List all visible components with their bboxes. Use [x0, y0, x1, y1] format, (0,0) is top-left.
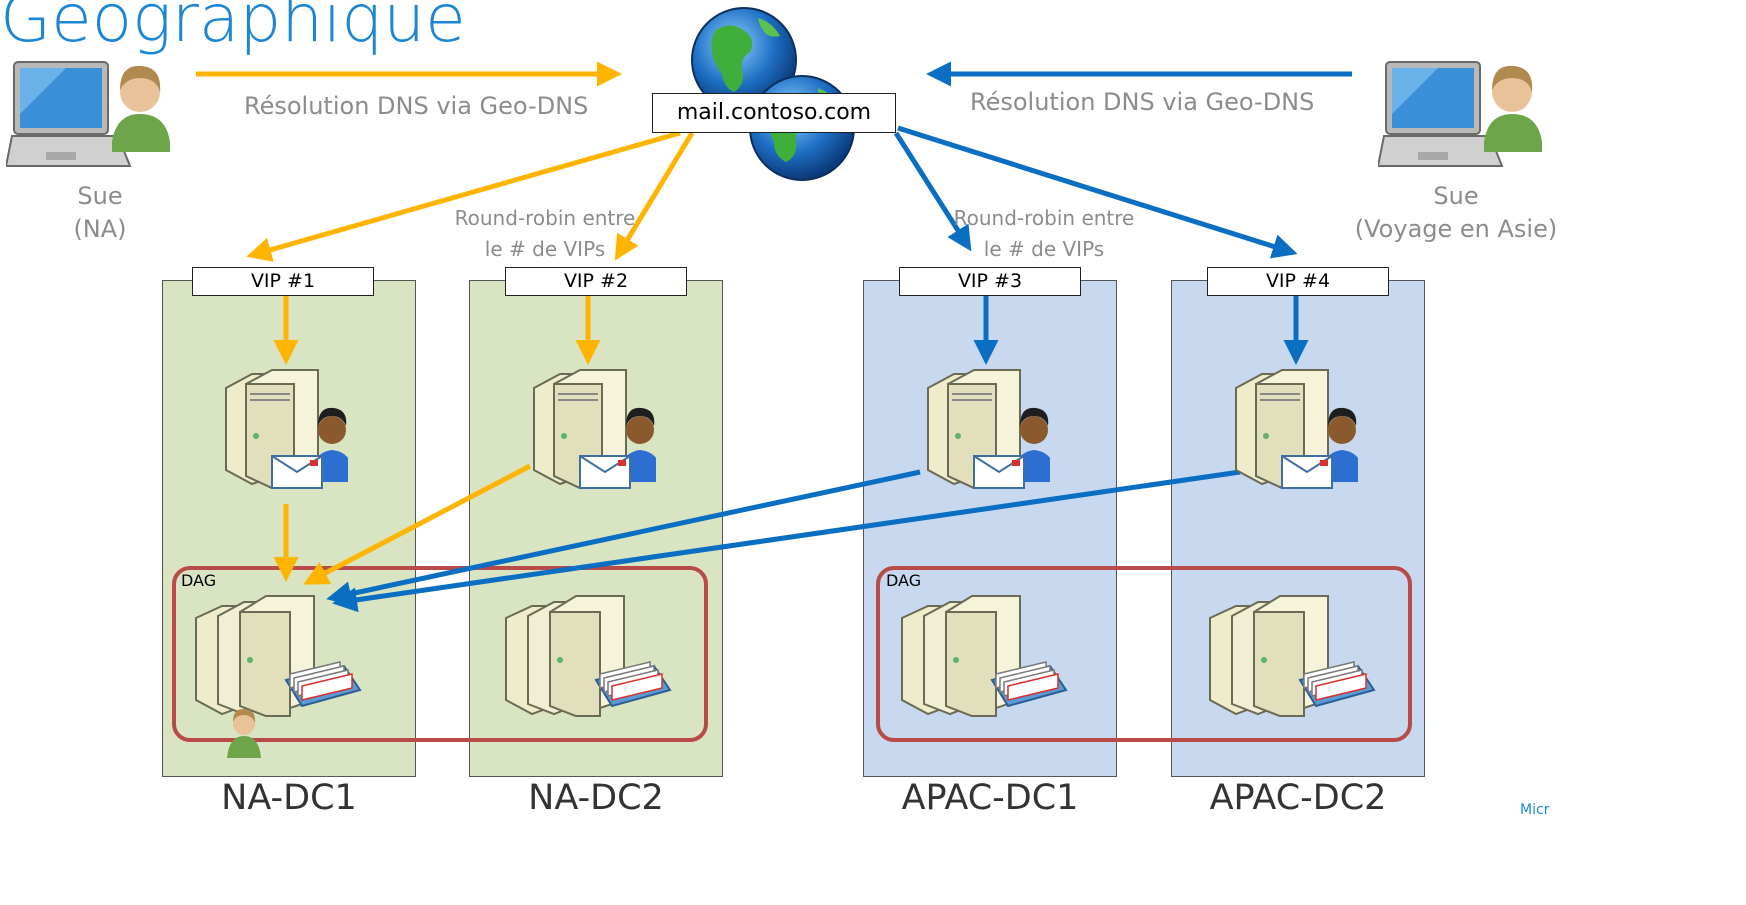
mailbox-server-icon-3 — [901, 595, 1068, 718]
server-user-mail-icon-1 — [225, 369, 348, 490]
datacenter-label-na-dc1: NA-DC1 — [221, 778, 357, 818]
vip-label-4: VIP #4 — [1207, 267, 1389, 296]
laptop-user-icon-right — [1378, 61, 1542, 167]
mailbox-server-icon-2 — [505, 595, 672, 718]
dag-label-na: DAG — [181, 571, 217, 590]
laptop-user-icon-left — [6, 61, 170, 167]
arrow-host-vip1 — [246, 130, 681, 262]
server-user-mail-icon-2 — [533, 369, 656, 490]
dns-label-left: Résolution DNS via Geo-DNS — [244, 92, 589, 120]
datacenter-label-apac-dc1: APAC-DC1 — [901, 778, 1079, 818]
server-user-mail-icon-3 — [927, 369, 1050, 490]
user-icon — [227, 708, 261, 758]
arrow-cas2-dag — [303, 463, 532, 585]
arrow-host-vip3 — [893, 131, 972, 252]
user-label-right: Sue(Voyage en Asie) — [1354, 182, 1558, 243]
page-title: Géographique — [0, 0, 466, 57]
footer-brand: Micr — [1520, 802, 1550, 818]
vip-label-3: VIP #3 — [899, 267, 1081, 296]
arrow-cas3-dag — [326, 469, 921, 607]
dag-label-apac: DAG — [886, 571, 922, 590]
arrow-host-vip4 — [897, 125, 1298, 259]
user-label-left: Sue(NA) — [73, 182, 127, 243]
server-user-mail-icon-4 — [1235, 369, 1358, 490]
vip-label-1: VIP #1 — [192, 267, 374, 296]
datacenter-label-apac-dc2: APAC-DC2 — [1209, 778, 1387, 818]
mailbox-server-icon-1 — [195, 595, 362, 718]
vip-label-2: VIP #2 — [505, 267, 687, 296]
mailbox-server-icon-4 — [1209, 595, 1376, 718]
datacenter-label-na-dc2: NA-DC2 — [528, 778, 664, 818]
arrow-host-vip2 — [614, 131, 695, 261]
dns-label-right: Résolution DNS via Geo-DNS — [970, 88, 1315, 116]
hostname-label: mail.contoso.com — [652, 93, 896, 133]
arrow-cas4-dag — [332, 469, 1241, 613]
dag-group-na — [172, 566, 708, 742]
dag-group-apac — [876, 566, 1412, 742]
